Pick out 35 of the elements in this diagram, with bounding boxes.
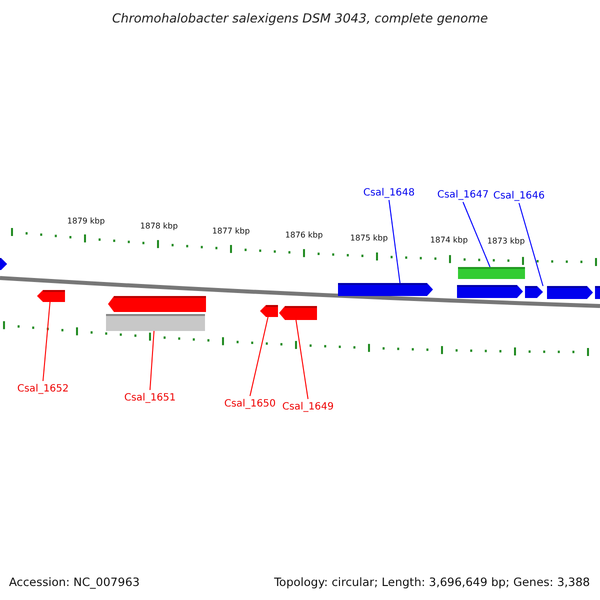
gene-label: Csal_1651 bbox=[124, 392, 176, 404]
gene-label: Csal_1646 bbox=[493, 190, 545, 202]
gene-feature bbox=[108, 296, 206, 312]
gene-feature bbox=[595, 286, 600, 299]
gene-label: Csal_1650 bbox=[224, 398, 276, 410]
gene-feature bbox=[37, 290, 65, 302]
footer-text: Topology: circular; Length: 3,696,649 bp; Genes: 3,388 bbox=[274, 575, 590, 589]
scale-label: 1878 kbp bbox=[140, 222, 178, 230]
gene-feature bbox=[457, 285, 523, 298]
title: Chromohalobacter salexigens DSM 3043, complete genome bbox=[112, 10, 488, 26]
footer-text: Accession: NC_007963 bbox=[9, 575, 140, 589]
scale-label: 1873 kbp bbox=[487, 236, 525, 246]
gene-feature bbox=[525, 286, 543, 298]
gene-feature bbox=[547, 286, 593, 299]
scale-label: 1876 kbp bbox=[285, 230, 323, 240]
scale-label: 1875 kbp bbox=[350, 234, 388, 242]
gene-label: Csal_1648 bbox=[363, 188, 415, 198]
gene-feature bbox=[458, 267, 525, 279]
leader-line bbox=[296, 320, 308, 400]
scale-label: 1879 kbp bbox=[67, 216, 105, 226]
leader-line bbox=[42, 302, 50, 382]
leader-line bbox=[250, 316, 268, 396]
scale-label: 1874 kbp bbox=[430, 236, 468, 244]
gene-feature bbox=[106, 314, 205, 331]
scale-label: 1877 kbp bbox=[212, 226, 250, 236]
leader-line bbox=[462, 202, 490, 268]
leader-line bbox=[150, 330, 154, 390]
gene-feature bbox=[0, 258, 7, 270]
leader-line bbox=[388, 200, 400, 284]
gene-label: Csal_1647 bbox=[437, 190, 489, 200]
gene-label: Csal_1649 bbox=[282, 402, 334, 412]
gene-feature bbox=[260, 305, 278, 317]
gene-label: Csal_1652 bbox=[17, 384, 69, 394]
gene-feature bbox=[338, 283, 433, 296]
leader-line bbox=[518, 202, 544, 286]
